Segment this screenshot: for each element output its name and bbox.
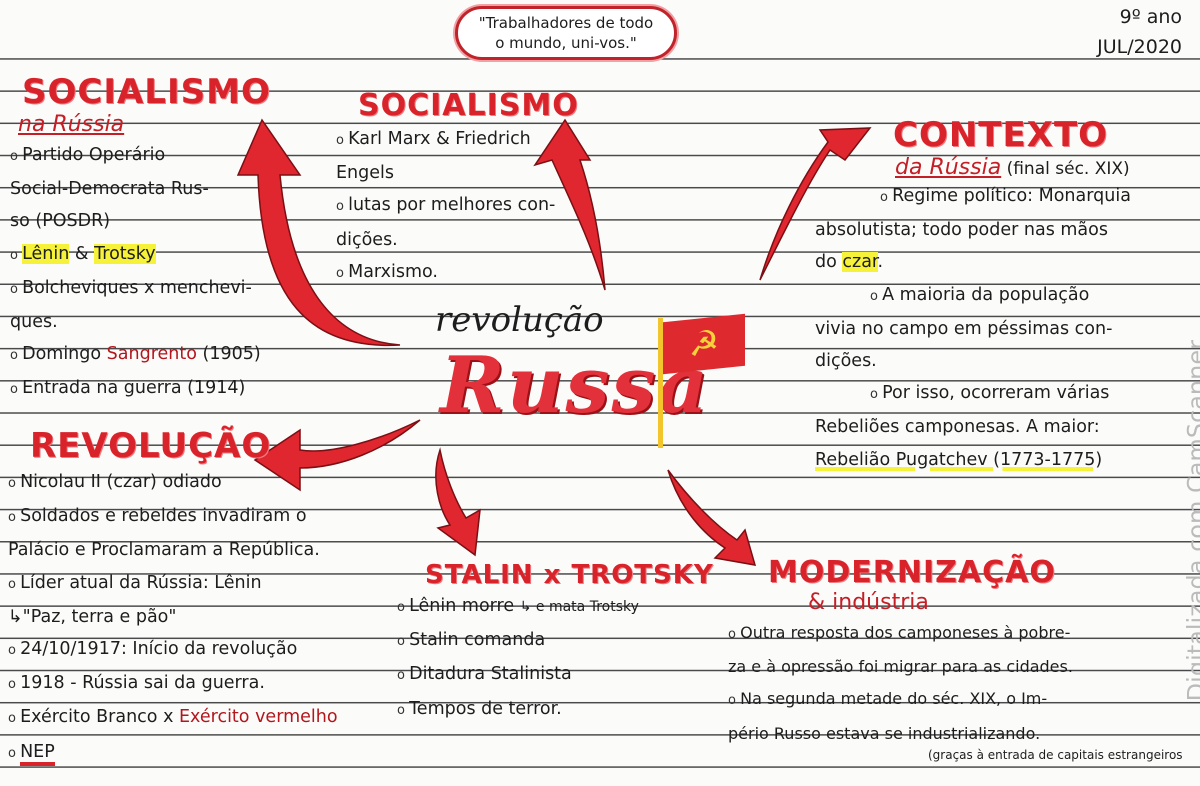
header-meta: 9º ano JUL/2020 — [1097, 2, 1182, 62]
list-item: so (POSDR) — [10, 211, 111, 232]
highlight-czar: czar — [842, 252, 878, 273]
highlight-trotsky: Trotsky — [94, 243, 156, 264]
section-title: REVOLUÇÃO — [30, 426, 272, 466]
list-item: ↳"Paz, terra e pão" — [8, 606, 177, 627]
section-modernizacao: MODERNIZAÇÃO & indústria Outra resposta … — [728, 555, 1183, 762]
list-item: absolutista; todo poder nas mãos — [815, 220, 1108, 241]
quote-text: "Trabalhadores de todo o mundo, uni-vos.… — [478, 14, 654, 52]
subtitle-note: (final séc. XIX) — [1001, 159, 1130, 179]
list-item: Bolcheviques x menchevi- — [10, 272, 271, 306]
section-revolucao: REVOLUÇÃO Nicolau II (czar) odiado Solda… — [8, 426, 338, 770]
section-title: SOCIALISMO — [358, 88, 579, 123]
section-socialismo: SOCIALISMO Karl Marx & Friedrich Engels … — [336, 88, 579, 290]
list-item: 24/10/1917: Início da revolução — [8, 633, 338, 667]
hammer-sickle-flag-icon: ☭ — [663, 313, 745, 375]
section-title: SOCIALISMO — [22, 72, 271, 112]
watermark: Digitalizada com CamScanner — [1182, 340, 1200, 702]
text: do — [815, 252, 843, 273]
list-item: Outra resposta dos camponeses à pobre- — [728, 617, 1183, 651]
highlight-lenin: Lênin — [22, 243, 70, 264]
red-word: Sangrento — [106, 344, 197, 365]
list-item: Soldados e rebeldes invadiram o — [8, 500, 338, 534]
note: (graças à entrada de capitais estrangeir… — [928, 747, 1183, 762]
list-item: Nicolau II (czar) odiado — [8, 466, 338, 500]
list-item: dições. — [336, 229, 398, 250]
list-item: Lênin morre ↳ e mata Trotsky — [397, 590, 714, 624]
center-title-line1: revolução — [435, 300, 604, 340]
list-item-czar: do czar. — [815, 246, 1131, 278]
section-contexto: CONTEXTO da Rússia (final séc. XIX) Regi… — [815, 115, 1131, 476]
list-item: Social-Democrata Rus- — [10, 179, 209, 200]
text: (1905) — [196, 344, 261, 365]
list-item: Entrada na guerra (1914) — [10, 372, 271, 406]
list-item: vivia no campo em péssimas con- — [815, 318, 1113, 339]
section-stalin-trotsky: STALIN x TROTSKY Lênin morre ↳ e mata Tr… — [409, 560, 714, 727]
ampersand: & — [69, 243, 95, 264]
section-title: CONTEXTO — [893, 115, 1109, 155]
grade-label: 9º ano — [1119, 6, 1182, 28]
section-title: MODERNIZAÇÃO — [768, 555, 1056, 590]
list-item-leaders: Lênin & Trotsky — [10, 238, 271, 272]
list-item-nep: NEP — [8, 736, 338, 770]
list-item: dições. — [815, 351, 877, 372]
section-subtitle: da Rússia — [895, 155, 1002, 180]
list-item: za e à opressão foi migrar para as cidad… — [728, 657, 1073, 677]
list-item: Stalin comanda — [397, 624, 714, 658]
red-word: Exército vermelho — [179, 707, 338, 728]
list-item: A maioria da população — [815, 279, 1131, 313]
list-item: Engels — [336, 163, 395, 184]
list-item: Rebelião Pugatchev (1773-1775) — [815, 449, 1103, 470]
text: Exército Branco x — [20, 707, 179, 728]
date-label: JUL/2020 — [1097, 36, 1182, 58]
list-item: lutas por melhores con- — [336, 189, 579, 223]
list-item-domingo: Domingo Sangrento (1905) — [10, 338, 271, 372]
text: Lênin morre — [409, 596, 515, 616]
list-item: Rebeliões camponesas. A maior: — [815, 417, 1100, 438]
arrow-to-stalin-icon — [435, 447, 481, 557]
section-subtitle: & indústria — [808, 590, 929, 615]
arrow-to-contexto-icon — [759, 127, 872, 281]
nep-text: NEP — [20, 741, 55, 766]
list-item: Karl Marx & Friedrich — [336, 123, 579, 157]
section-subtitle: na Rússia — [18, 112, 125, 137]
text: Domingo — [22, 344, 107, 365]
list-item: Marxismo. — [336, 256, 579, 290]
list-item: Na segunda metade do séc. XIX, o Im- — [728, 683, 1183, 717]
note: ↳ e mata Trotsky — [519, 599, 639, 615]
list-item: ques. — [10, 312, 58, 333]
list-item: pério Russo estava se industrializando. — [728, 723, 1041, 743]
section-socialismo-russia: SOCIALISMO na Rússia Partido Operário So… — [10, 72, 271, 407]
list-item: Partido Operário — [10, 139, 271, 173]
list-item: Tempos de terror. — [397, 693, 714, 727]
list-item: Por isso, ocorreram várias — [815, 377, 1131, 411]
list-item: Ditadura Stalinista — [397, 658, 714, 692]
section-title: STALIN x TROTSKY — [425, 560, 714, 590]
list-item: Palácio e Proclamaram a República. — [8, 540, 320, 561]
text: . — [877, 252, 884, 273]
list-item-exercito: Exército Branco x Exército vermelho — [8, 701, 338, 735]
list-item: Líder atual da Rússia: Lênin — [8, 567, 338, 601]
quote-cloud: "Trabalhadores de todo o mundo, uni-vos.… — [455, 6, 677, 60]
flag-pole — [658, 318, 663, 448]
list-item: Regime político: Monarquia — [815, 180, 1131, 214]
list-item: 1918 - Rússia sai da guerra. — [8, 667, 338, 701]
arrow-to-modernizacao-icon — [667, 469, 757, 566]
